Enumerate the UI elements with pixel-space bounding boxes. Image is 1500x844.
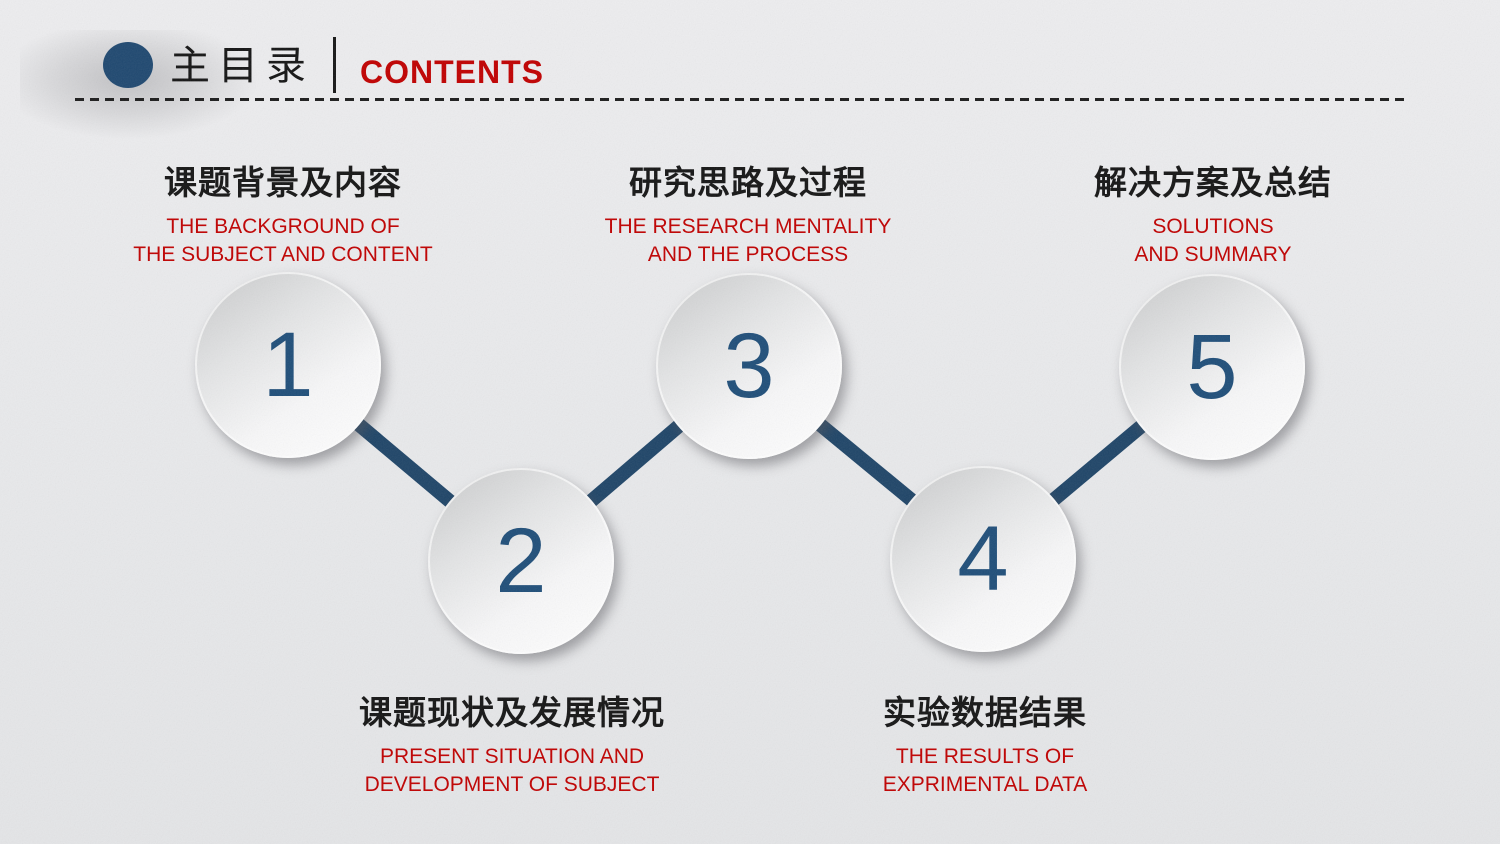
dashed-divider [75,98,1410,101]
toc-node-3[interactable]: 3 [656,273,842,459]
toc-label-5: 解决方案及总结 SOLUTIONS AND SUMMARY [993,156,1433,269]
title-bullet-dot-icon [103,42,153,88]
toc-label-2-zh: 课题现状及发展情况 [359,694,665,731]
toc-label-2-en: PRESENT SITUATION AND DEVELOPMENT OF SUB… [292,743,732,799]
toc-label-1-zh: 课题背景及内容 [164,164,402,201]
toc-label-1-en: THE BACKGROUND OF THE SUBJECT AND CONTEN… [63,213,503,269]
toc-label-5-en: SOLUTIONS AND SUMMARY [993,213,1433,269]
node-number-4: 4 [957,508,1009,610]
toc-label-2-en-line1: PRESENT SITUATION AND [379,745,645,768]
toc-label-2: 课题现状及发展情况 PRESENT SITUATION AND DEVELOPM… [292,686,732,799]
toc-label-1-en-line2: THE SUBJECT AND CONTENT [133,243,433,266]
toc-label-4-en-line1: THE RESULTS OF [895,745,1075,768]
slide-title-en: CONTENTS [360,54,544,90]
node-number-3: 3 [723,315,775,417]
toc-label-1-en-line1: THE BACKGROUND OF [166,215,400,238]
node-number-5: 5 [1186,316,1238,418]
toc-label-5-en-line1: SOLUTIONS [1152,215,1274,238]
toc-label-3: 研究思路及过程 THE RESEARCH MENTALITY AND THE P… [528,156,968,269]
toc-label-4-zh: 实验数据结果 [883,694,1087,731]
toc-label-4-en: THE RESULTS OF EXPRIMENTAL DATA [765,743,1205,799]
toc-label-5-en-line2: AND SUMMARY [1134,243,1292,266]
toc-label-3-en-line2: AND THE PROCESS [647,243,849,266]
toc-label-2-en-line2: DEVELOPMENT OF SUBJECT [364,773,660,796]
toc-label-4-en-line2: EXPRIMENTAL DATA [882,773,1088,796]
toc-label-3-en-line1: THE RESEARCH MENTALITY [604,215,892,238]
node-number-2: 2 [495,510,547,612]
node-number-1: 1 [262,314,314,416]
toc-node-5[interactable]: 5 [1119,274,1305,460]
toc-node-2[interactable]: 2 [428,468,614,654]
toc-label-3-en: THE RESEARCH MENTALITY AND THE PROCESS [528,213,968,269]
title-separator [333,37,336,93]
toc-label-1: 课题背景及内容 THE BACKGROUND OF THE SUBJECT AN… [63,156,503,269]
toc-label-5-zh: 解决方案及总结 [1094,164,1332,201]
toc-node-4[interactable]: 4 [890,466,1076,652]
toc-label-3-zh: 研究思路及过程 [629,164,867,201]
slide-title-zh: 主目录 [170,44,314,88]
toc-label-4: 实验数据结果 THE RESULTS OF EXPRIMENTAL DATA [765,686,1205,799]
toc-node-1[interactable]: 1 [195,272,381,458]
